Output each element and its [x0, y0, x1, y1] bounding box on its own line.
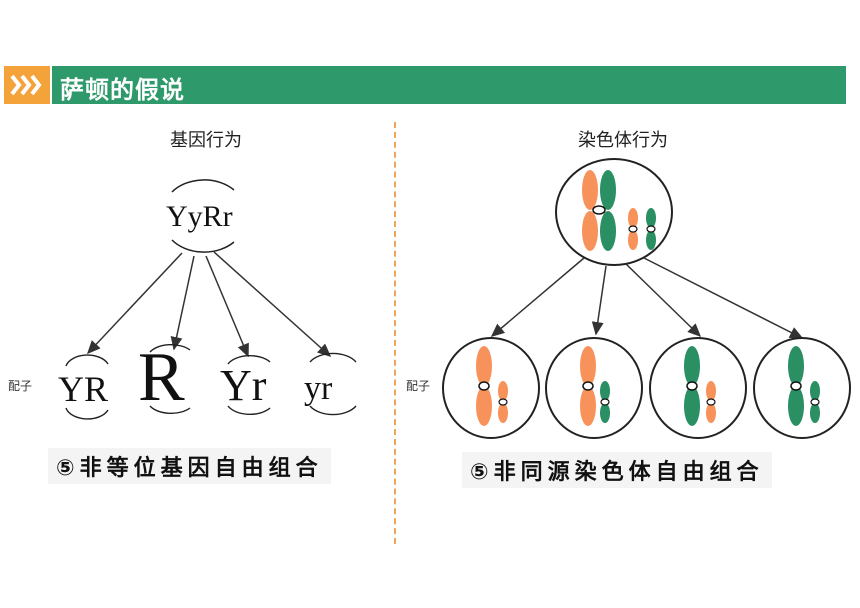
gamete-genotype-2: R [138, 339, 185, 416]
panel-divider [394, 122, 396, 544]
gamete-label-right: 配子 [406, 379, 431, 393]
title-strip: 萨顿的假说 [52, 66, 846, 104]
parent-genotype: YyRr [166, 200, 233, 233]
gamete-genotype-4: yr [304, 370, 333, 407]
chromosome-behavior-caption: 染色体行为 [578, 130, 668, 151]
parent-gene-cell [171, 179, 235, 253]
triple-chevron-icon [4, 66, 50, 104]
gene-arrows [86, 251, 332, 358]
chromosome-arrows [490, 257, 804, 339]
gene-behavior-caption: 基因行为 [170, 130, 242, 151]
gene-gamete-cells [65, 343, 357, 420]
gamete-genotype-1: YR [58, 369, 109, 409]
section-title: 萨顿的假说 [60, 76, 185, 104]
right-footer-text: ⑤非同源染色体自由组合 [462, 452, 772, 488]
gamete-label-left: 配子 [8, 379, 33, 393]
section-header: 萨顿的假说 [4, 66, 846, 104]
gamete-cell-3 [649, 337, 747, 439]
gamete-cell-2 [545, 337, 643, 439]
parent-chromosome-cell [555, 158, 673, 266]
gamete-genotype-3: Yr [220, 361, 267, 410]
gamete-cell-4 [753, 337, 851, 439]
left-footer-text: ⑤非等位基因自由组合 [48, 448, 331, 484]
gamete-cell-1 [442, 337, 540, 439]
